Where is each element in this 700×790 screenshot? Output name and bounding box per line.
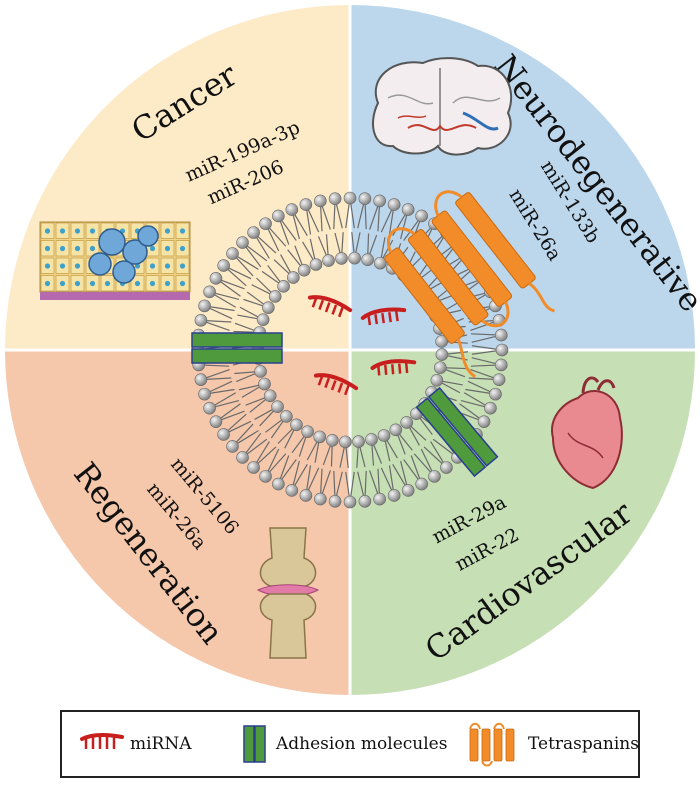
mirna-icon (360, 307, 407, 326)
adhesion-molecule-left (191, 332, 283, 364)
brain-icon (372, 57, 513, 156)
mirna-icon (80, 732, 124, 749)
adhesion-molecule-right (415, 386, 499, 478)
joint-bone-icon (256, 527, 320, 659)
tetraspanin-icon (469, 722, 515, 767)
legend-item-mirna: miRNA (76, 712, 192, 776)
quadrant-neurodegenerative (350, 5, 695, 350)
legend-adhesion-label: Adhesion molecules (276, 734, 448, 754)
adhesion-molecule-icon (243, 725, 266, 763)
legend-tetraspanin-label: Tetraspanins (528, 734, 639, 754)
heart-icon (551, 376, 623, 490)
legend-mirna-label: miRNA (130, 734, 192, 754)
diagram-svg: Cancer miR-199a-3p miR-206 Neurodegenera… (5, 5, 700, 695)
mirna-icon (313, 373, 359, 396)
legend: miRNA Adhesion molecules Tetraspanins (60, 710, 640, 778)
mirna-icon (370, 359, 417, 376)
legend-item-tetraspanin: Tetraspanins (464, 712, 639, 776)
mirna-molecules (307, 295, 417, 396)
quadrant-cardiovascular (350, 350, 695, 695)
mirna-icon (307, 295, 353, 318)
legend-item-adhesion: Adhesion molecules (240, 712, 447, 776)
cancer-cells-icon (39, 221, 191, 300)
tetraspanin-protein (384, 190, 555, 378)
